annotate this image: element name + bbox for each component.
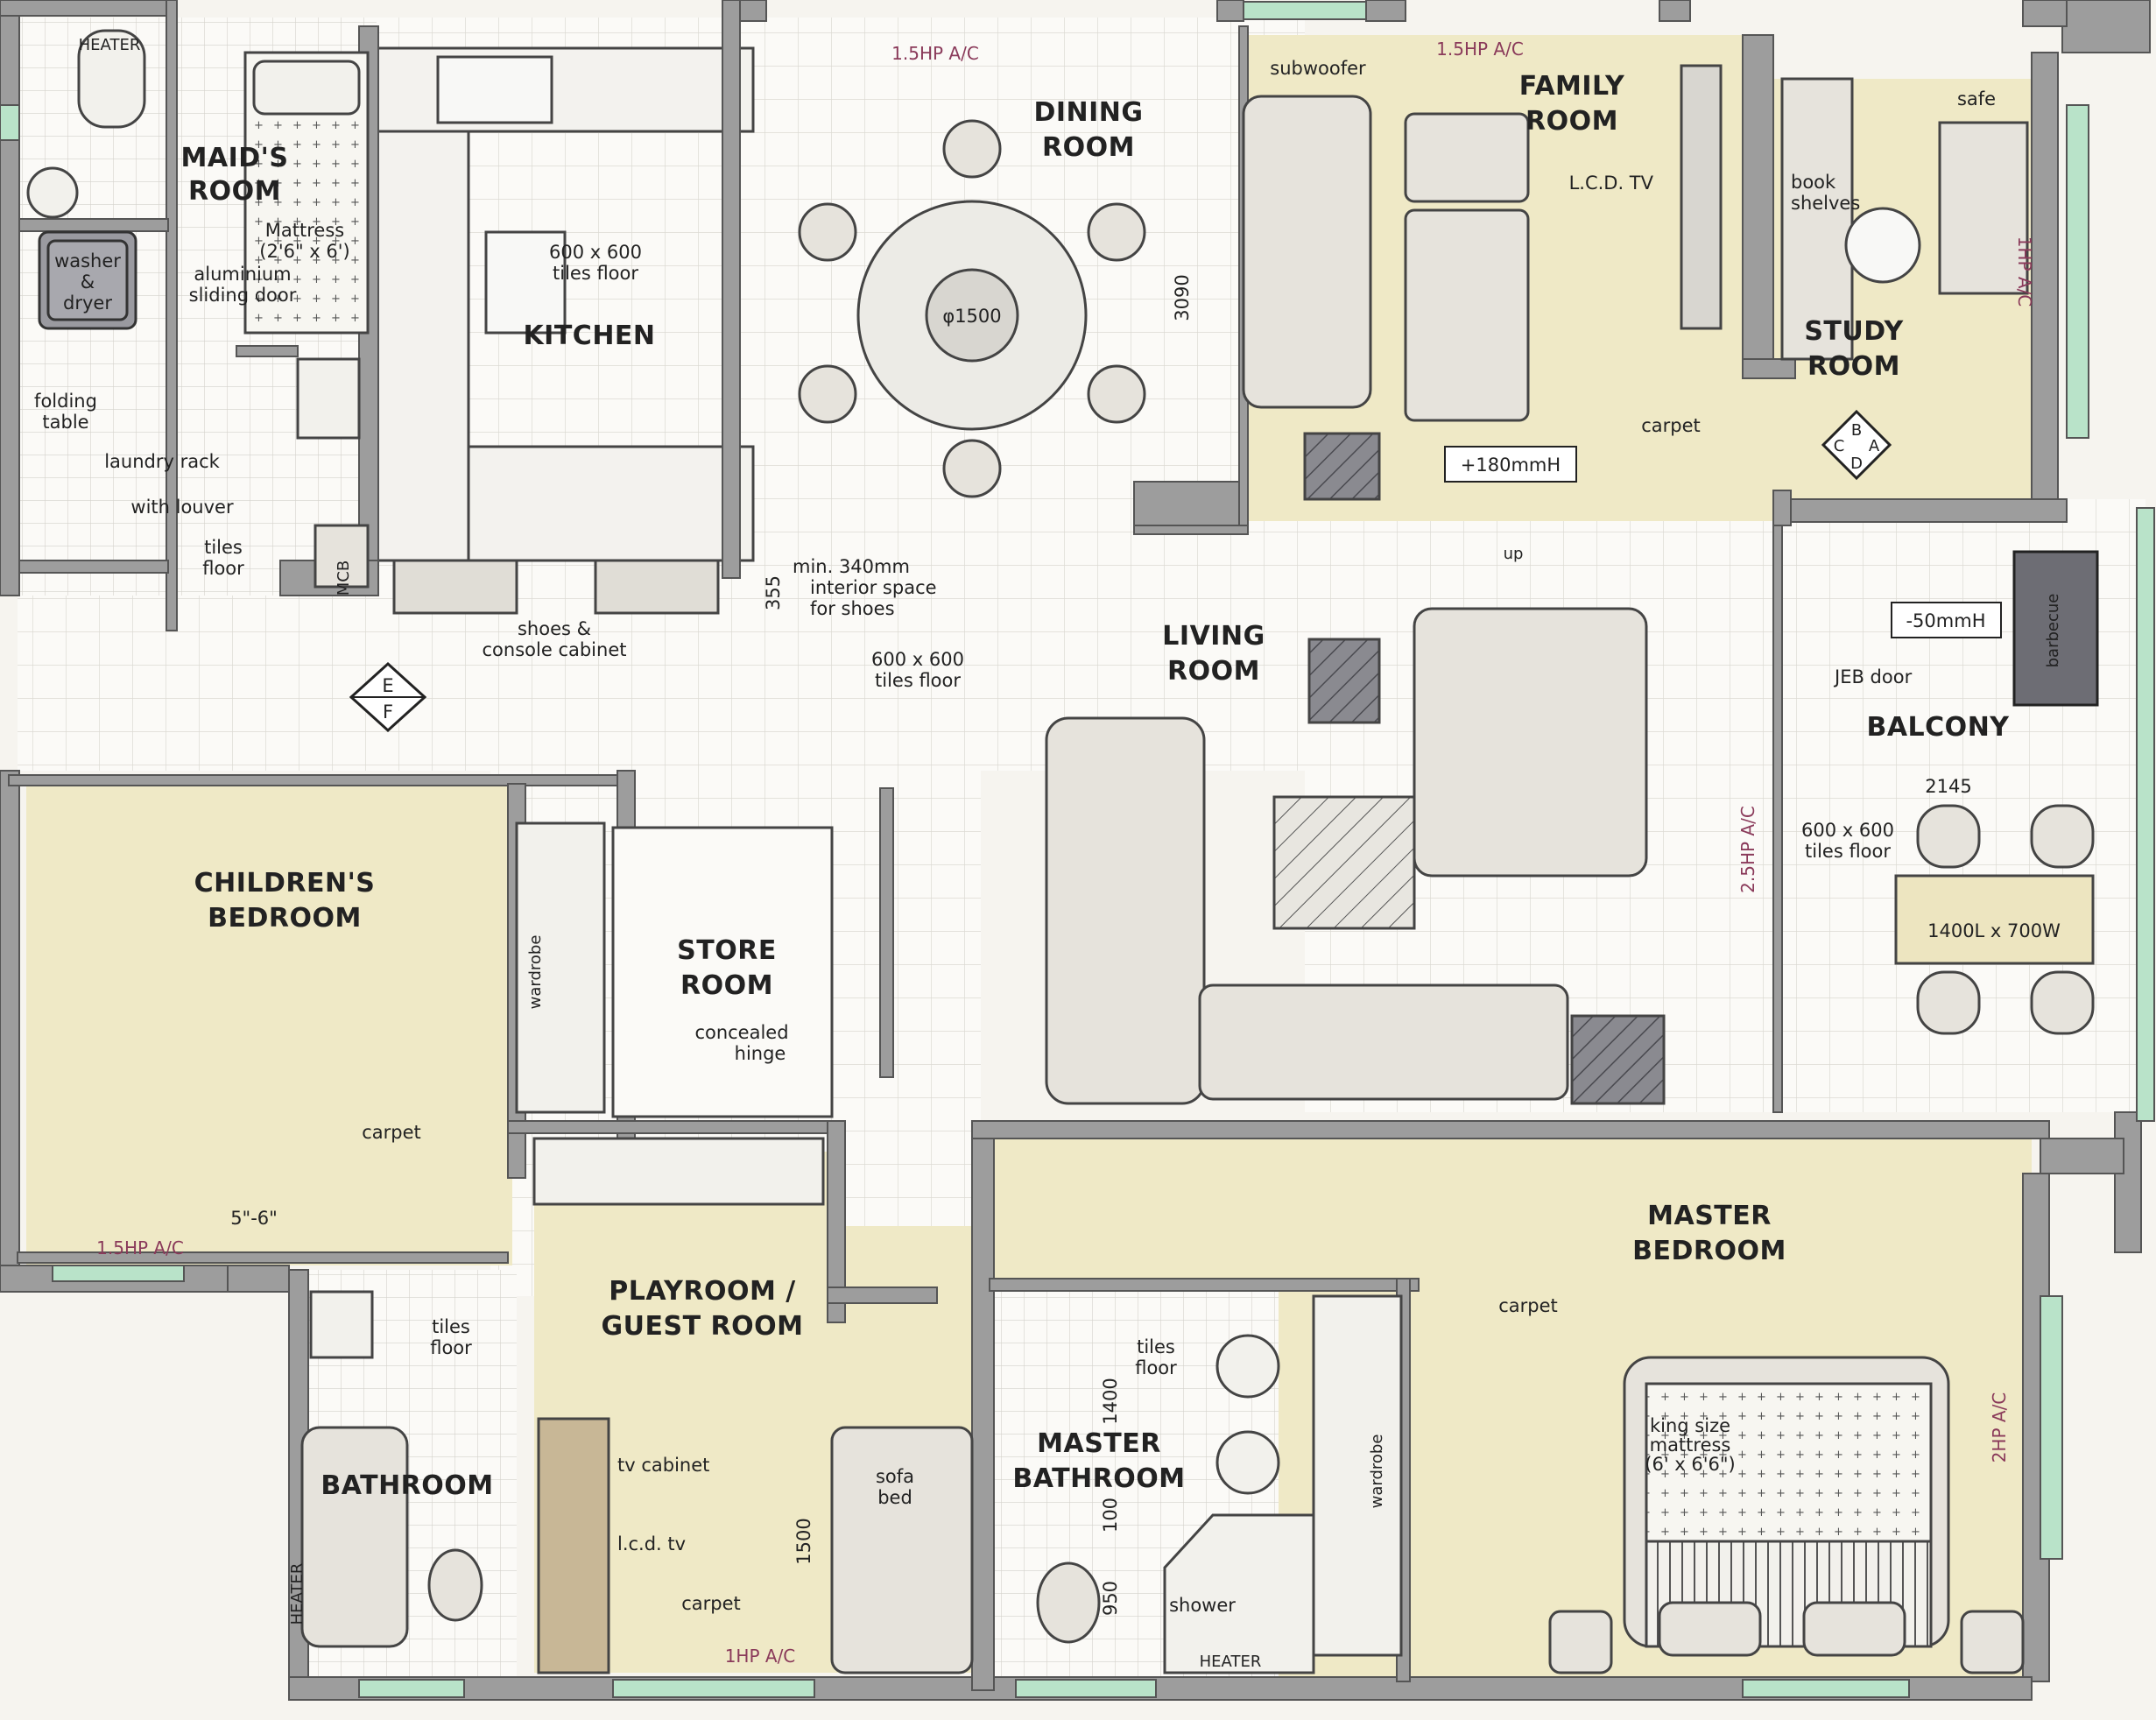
dimension-1500: 1500 [793,1518,814,1564]
carpet-label-family: carpet [1641,415,1701,436]
svg-text:D: D [1850,455,1863,473]
furniture [26,29,2099,1674]
svg-text:-50mmH: -50mmH [1906,610,1985,631]
lcd-tv-label-play: l.c.d. tv [617,1533,686,1554]
shoes-cabinet-label: shoes &console cabinet [483,618,627,660]
heater-label-bath: HEATER [288,1563,306,1625]
level-tag-balcony: -50mmH [1891,602,2002,638]
carpet-label-play: carpet [681,1593,741,1614]
dimension-950: 950 [1100,1581,1121,1616]
room-name-balcony: BALCONY [1866,712,2010,743]
dimension-5-6: 5"-6" [230,1208,278,1229]
svg-text:B: B [1851,421,1862,440]
barbecue-label: barbecue [2044,594,2062,668]
balcony-table-label: 1400L x 700W [1927,920,2061,941]
shower-label: shower [1169,1595,1236,1616]
ac-label-dining: 1.5HP A/C [891,43,979,64]
dimension-1400: 1400 [1100,1378,1121,1424]
dimension-355: 355 [763,575,784,610]
dimension-3090: 3090 [1172,274,1193,321]
svg-text:+180mmH: +180mmH [1461,455,1561,476]
section-marker-ef: E F [349,661,427,733]
washer-dryer-label: washer&dryer [54,250,121,314]
svg-text:E: E [382,675,393,696]
table-diameter-label: φ1500 [942,306,1001,327]
up-label: up [1504,545,1524,563]
carpet-label-children: carpet [362,1122,421,1143]
tv-cabinet-label: tv cabinet [617,1455,709,1476]
level-tag-family: +180mmH [1444,446,1577,483]
dimension-100: 100 [1100,1498,1121,1533]
svg-text:C: C [1834,437,1845,455]
carpet-label-master: carpet [1498,1295,1558,1316]
dimension-2145: 2145 [1925,776,1971,797]
ac-label-study: 1HP A/C [2014,236,2035,307]
subwoofer-label: subwoofer [1270,58,1366,79]
ac-label-children: 1.5HP A/C [96,1237,184,1258]
lcd-tv-label-family: L.C.D. TV [1569,173,1654,194]
section-marker-abcd: B C A D [1821,409,1892,481]
ac-label-play: 1HP A/C [725,1646,796,1667]
heater-label-mbath: HEATER [1200,1653,1262,1671]
heater-label-maids: HEATER [79,36,141,54]
wardrobe-label-children: wardrobe [526,935,545,1010]
ac-label-family: 1.5HP A/C [1436,39,1524,60]
room-name-playroom: PLAYROOM /GUEST ROOM [602,1276,804,1342]
mcb-label: MCB [335,560,353,596]
svg-text:F: F [383,701,393,723]
mattress-label-maids: Mattress(2'6" x 6') [259,220,349,262]
svg-text:A: A [1869,437,1880,455]
jeb-door-label: JEB door [1833,666,1913,687]
wardrobe-label-master: wardrobe [1368,1435,1386,1509]
room-name-bathroom: BATHROOM [321,1470,493,1501]
safe-label: safe [1957,88,1996,109]
ac-label-master: 2HP A/C [1989,1392,2010,1463]
room-name-kitchen: KITCHEN [523,321,655,351]
ac-label-living: 2.5HP A/C [1737,806,1758,893]
